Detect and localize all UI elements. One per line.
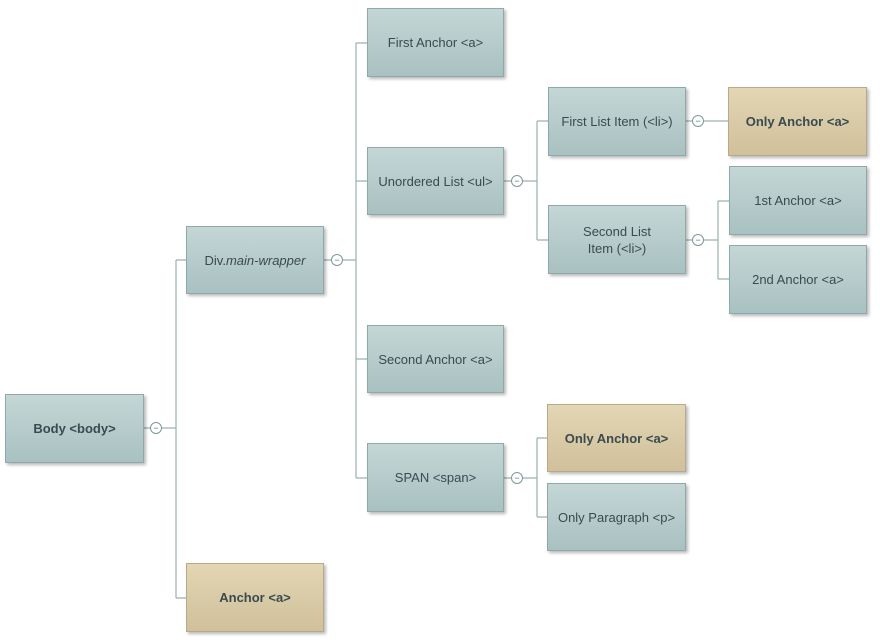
node-second-list-item[interactable]: Second List Item (<li>) bbox=[548, 205, 686, 274]
node-div-main-wrapper[interactable]: Div.main-wrapper bbox=[186, 226, 324, 294]
node-only-anchor-li-label: Only Anchor <a> bbox=[745, 114, 850, 129]
node-2nd-anchor-label: 2nd Anchor <a> bbox=[752, 272, 844, 287]
node-span-label: SPAN <span> bbox=[394, 470, 477, 485]
node-first-anchor[interactable]: First Anchor <a> bbox=[367, 8, 504, 77]
collapse-toggle-body[interactable]: − bbox=[150, 422, 162, 434]
node-first-anchor-label: First Anchor <a> bbox=[387, 35, 484, 50]
node-only-paragraph[interactable]: Only Paragraph <p> bbox=[547, 483, 686, 551]
collapse-toggle-ul[interactable]: − bbox=[511, 175, 523, 187]
node-body-label: Body <body> bbox=[33, 421, 116, 436]
node-1st-anchor[interactable]: 1st Anchor <a> bbox=[729, 166, 867, 235]
node-unordered-list-label: Unordered List <ul> bbox=[378, 173, 493, 189]
collapse-toggle-div[interactable]: − bbox=[331, 254, 343, 266]
node-1st-anchor-label: 1st Anchor <a> bbox=[754, 193, 842, 208]
collapse-toggle-li1[interactable]: − bbox=[692, 115, 704, 127]
node-only-anchor-span[interactable]: Only Anchor <a> bbox=[547, 404, 686, 472]
node-div-label: Div.main-wrapper bbox=[204, 252, 306, 268]
node-unordered-list[interactable]: Unordered List <ul> bbox=[367, 147, 504, 215]
node-only-anchor-span-label: Only Anchor <a> bbox=[564, 430, 669, 446]
node-2nd-anchor[interactable]: 2nd Anchor <a> bbox=[729, 245, 867, 314]
collapse-toggle-span[interactable]: − bbox=[511, 472, 523, 484]
node-anchor-root[interactable]: Anchor <a> bbox=[186, 563, 324, 632]
node-second-list-item-label: Second List Item (<li>) bbox=[583, 223, 651, 256]
node-span[interactable]: SPAN <span> bbox=[367, 443, 504, 512]
node-anchor-root-label: Anchor <a> bbox=[219, 590, 291, 605]
node-first-list-item[interactable]: First List Item (<li>) bbox=[548, 87, 686, 156]
collapse-toggle-li2[interactable]: − bbox=[692, 234, 704, 246]
node-second-anchor-label: Second Anchor <a> bbox=[378, 351, 493, 367]
node-only-paragraph-label: Only Paragraph <p> bbox=[557, 509, 676, 525]
node-body[interactable]: Body <body> bbox=[5, 394, 144, 463]
node-second-anchor[interactable]: Second Anchor <a> bbox=[367, 325, 504, 393]
node-only-anchor-li[interactable]: Only Anchor <a> bbox=[728, 87, 867, 156]
node-first-list-item-label: First List Item (<li>) bbox=[561, 114, 673, 129]
